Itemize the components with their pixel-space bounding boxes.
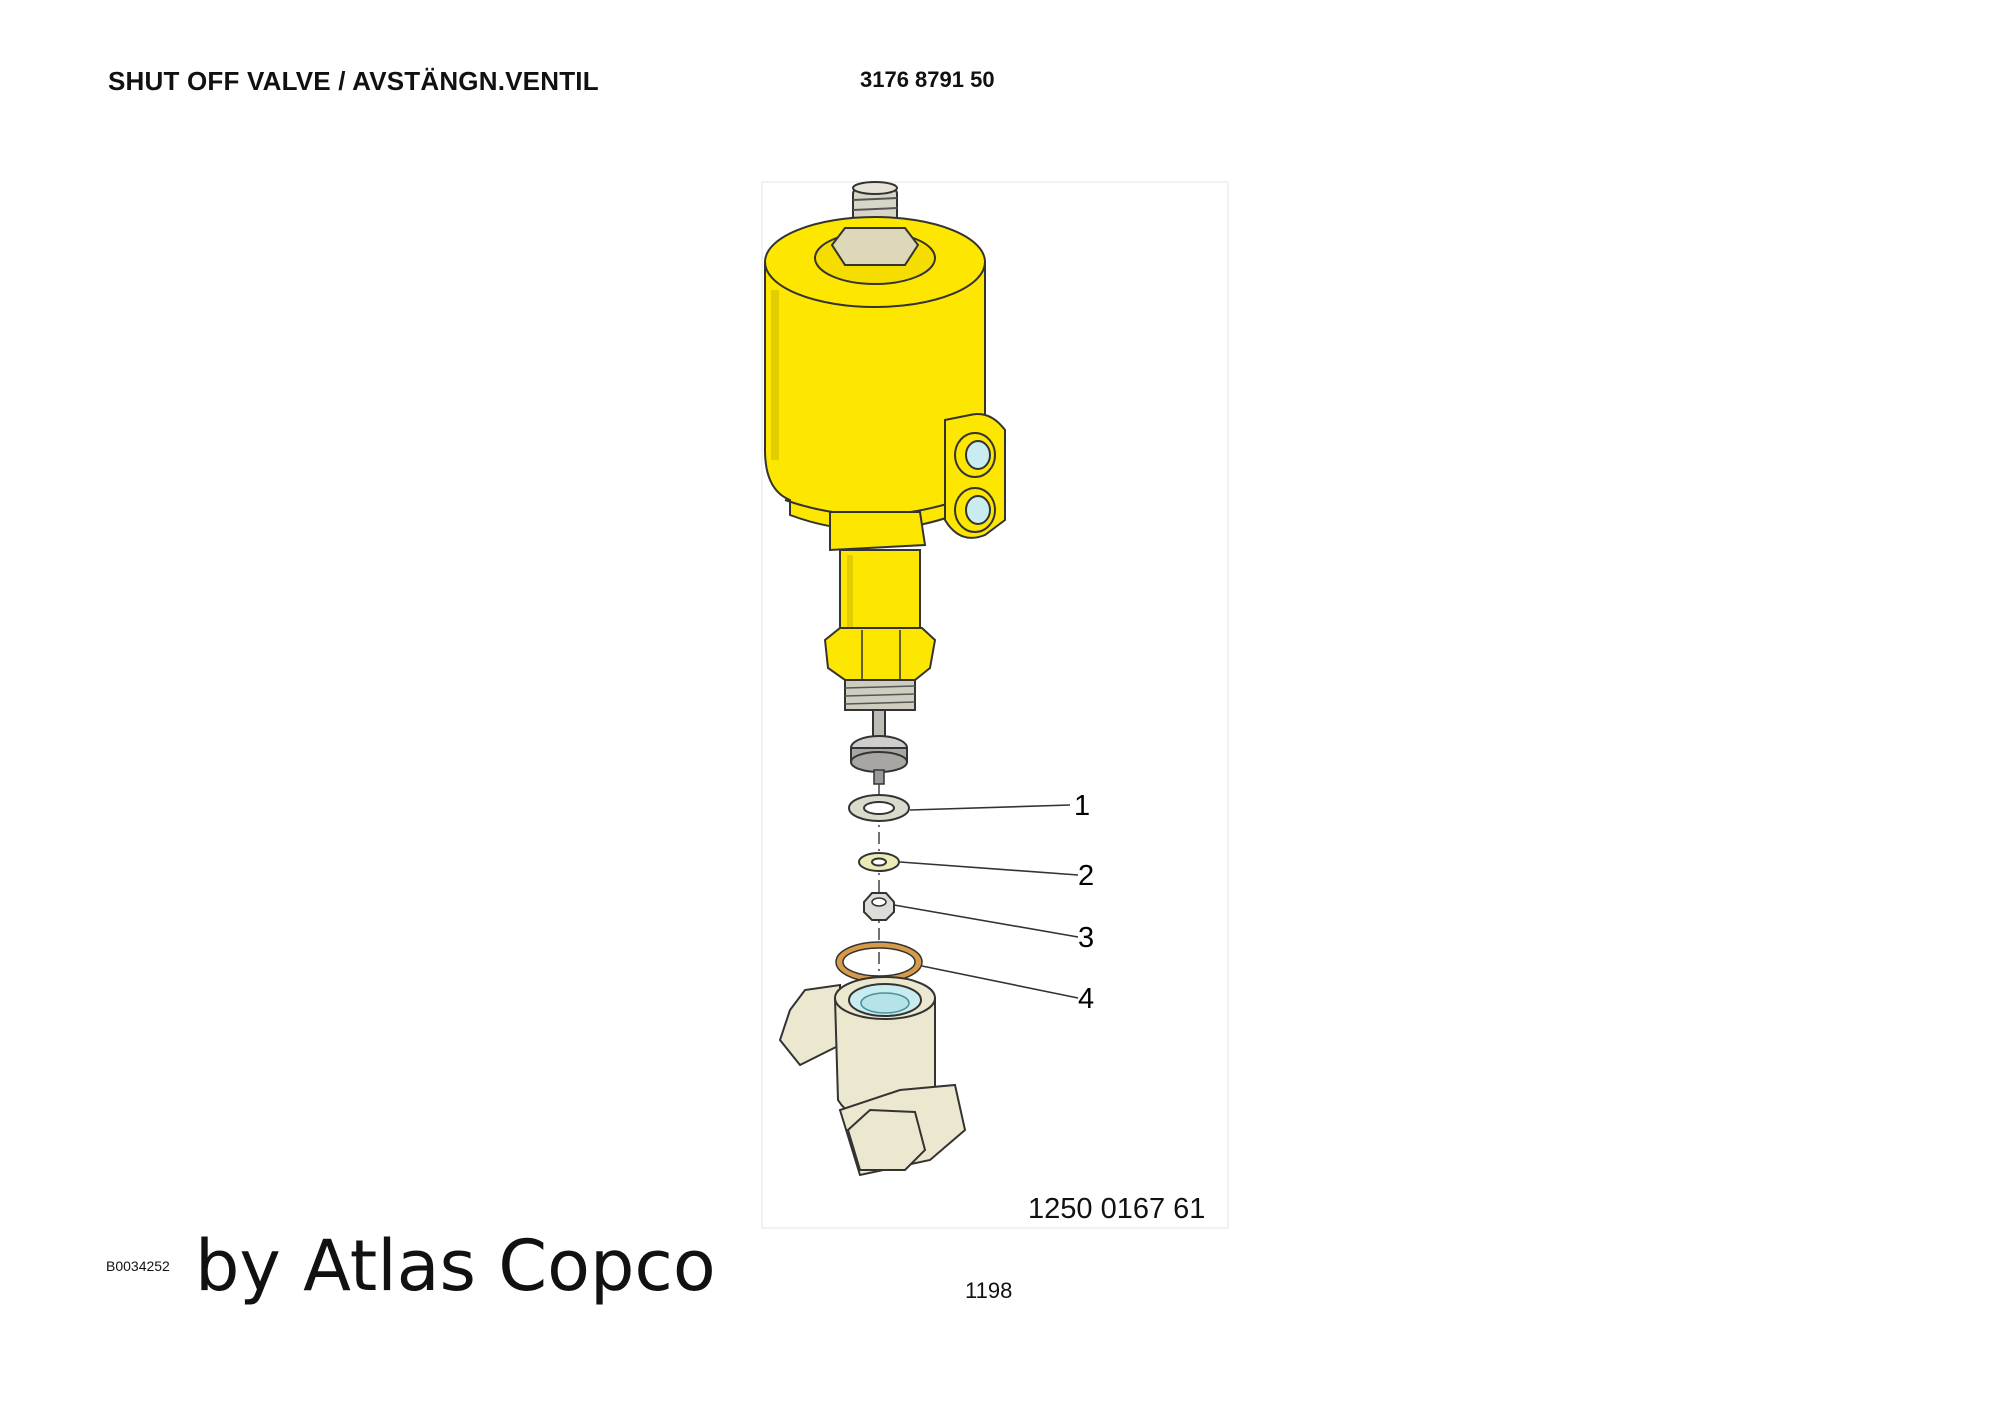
- part-3-nut: [863, 892, 895, 921]
- actuator-body: [764, 216, 986, 531]
- page-title: SHUT OFF VALVE / AVSTÄNGN.VENTIL: [108, 66, 599, 96]
- callout-3: 3: [1078, 922, 1094, 954]
- document-number: 3176 8791 50: [860, 67, 995, 92]
- pilot-ports: [944, 413, 1006, 539]
- image-code: B0034252: [106, 1258, 170, 1274]
- callout-1: 1: [1074, 790, 1090, 822]
- valve-body: [778, 976, 967, 1177]
- valve-stem: [850, 709, 908, 785]
- actuator-thread: [844, 679, 916, 711]
- brand-text: by Atlas Copco: [195, 1225, 716, 1307]
- callout-4: 4: [1078, 983, 1094, 1015]
- actuator-neck: [823, 511, 937, 681]
- part-2-washer: [858, 852, 900, 872]
- callout-2: 2: [1078, 860, 1094, 892]
- page-number: 1198: [965, 1278, 1013, 1303]
- leader-lines: [893, 804, 1079, 999]
- part-1-washer: [848, 794, 910, 822]
- part-number: 1250 0167 61: [1028, 1193, 1206, 1225]
- valve-exploded-drawing: 1 2 3 4: [761, 181, 1229, 1229]
